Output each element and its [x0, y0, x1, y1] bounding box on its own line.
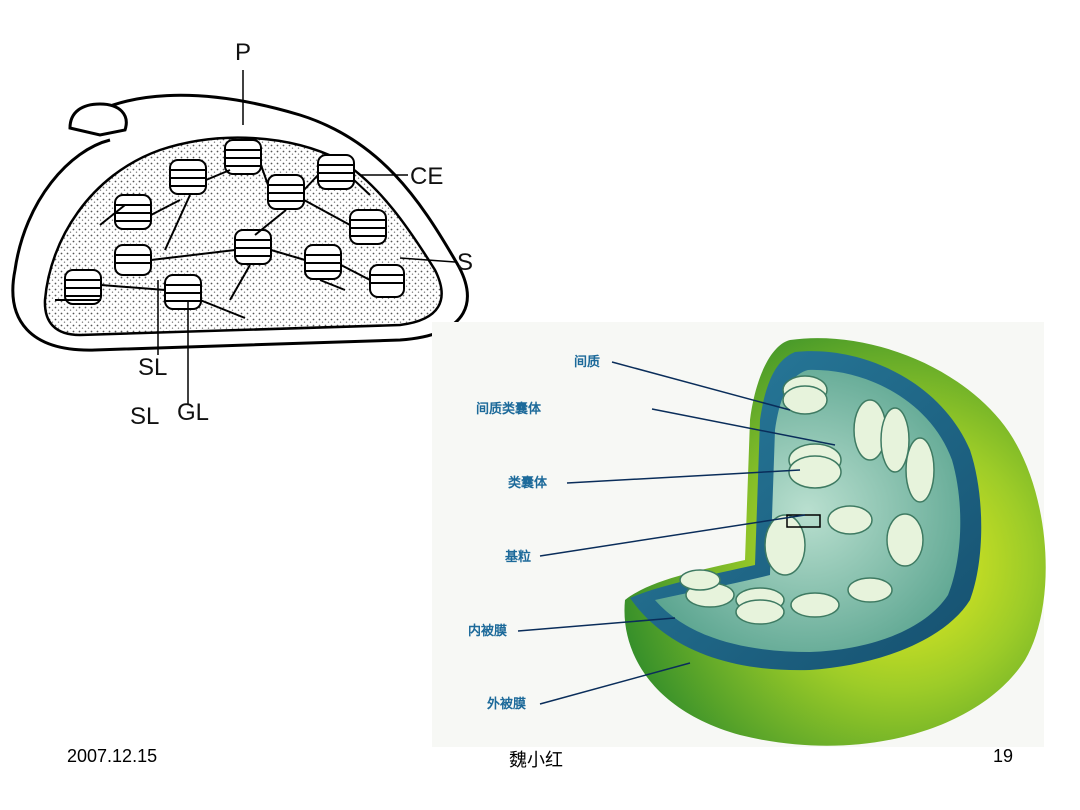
label-outer-membrane: 外被膜: [486, 696, 526, 712]
granum-stack: [234, 229, 272, 265]
granum-stack: [64, 269, 102, 305]
grana: [64, 139, 405, 310]
label-thylakoid: 类囊体: [508, 475, 548, 491]
granum-stack: [114, 244, 152, 276]
label-stroma-thylakoid: 间质类囊体: [476, 401, 542, 417]
granum-stack: [267, 174, 305, 210]
footer-author: 魏小红: [509, 750, 563, 771]
footer-page-number: 19: [993, 746, 1014, 766]
label-sl-lower: SL: [130, 403, 159, 430]
model-grana: [679, 375, 935, 625]
stroma-lamellae: [55, 164, 371, 319]
granum-stack: [164, 274, 202, 310]
label-sl-upper: SL: [138, 354, 167, 381]
label-p: P: [235, 39, 251, 66]
granum-stack: [114, 194, 152, 230]
label-s: S: [457, 249, 473, 276]
granum-stack: [224, 139, 262, 175]
model-leaders: [517, 361, 836, 705]
sketch-leaders: [157, 70, 456, 405]
chloroplast-model: [432, 322, 1046, 747]
granum-stack: [317, 154, 355, 190]
label-stroma: 间质: [574, 354, 600, 370]
label-inner-membrane: 内被膜: [468, 623, 507, 639]
label-granum: 基粒: [504, 549, 531, 565]
sketch-envelope: [11, 93, 469, 352]
granum-stack: [349, 209, 387, 245]
label-ce: CE: [410, 163, 443, 190]
label-gl: GL: [177, 399, 209, 426]
granum-stack: [369, 264, 405, 298]
granum-stack: [304, 244, 342, 280]
footer-date: 2007.12.15: [67, 746, 158, 766]
granum-stack: [169, 159, 207, 195]
